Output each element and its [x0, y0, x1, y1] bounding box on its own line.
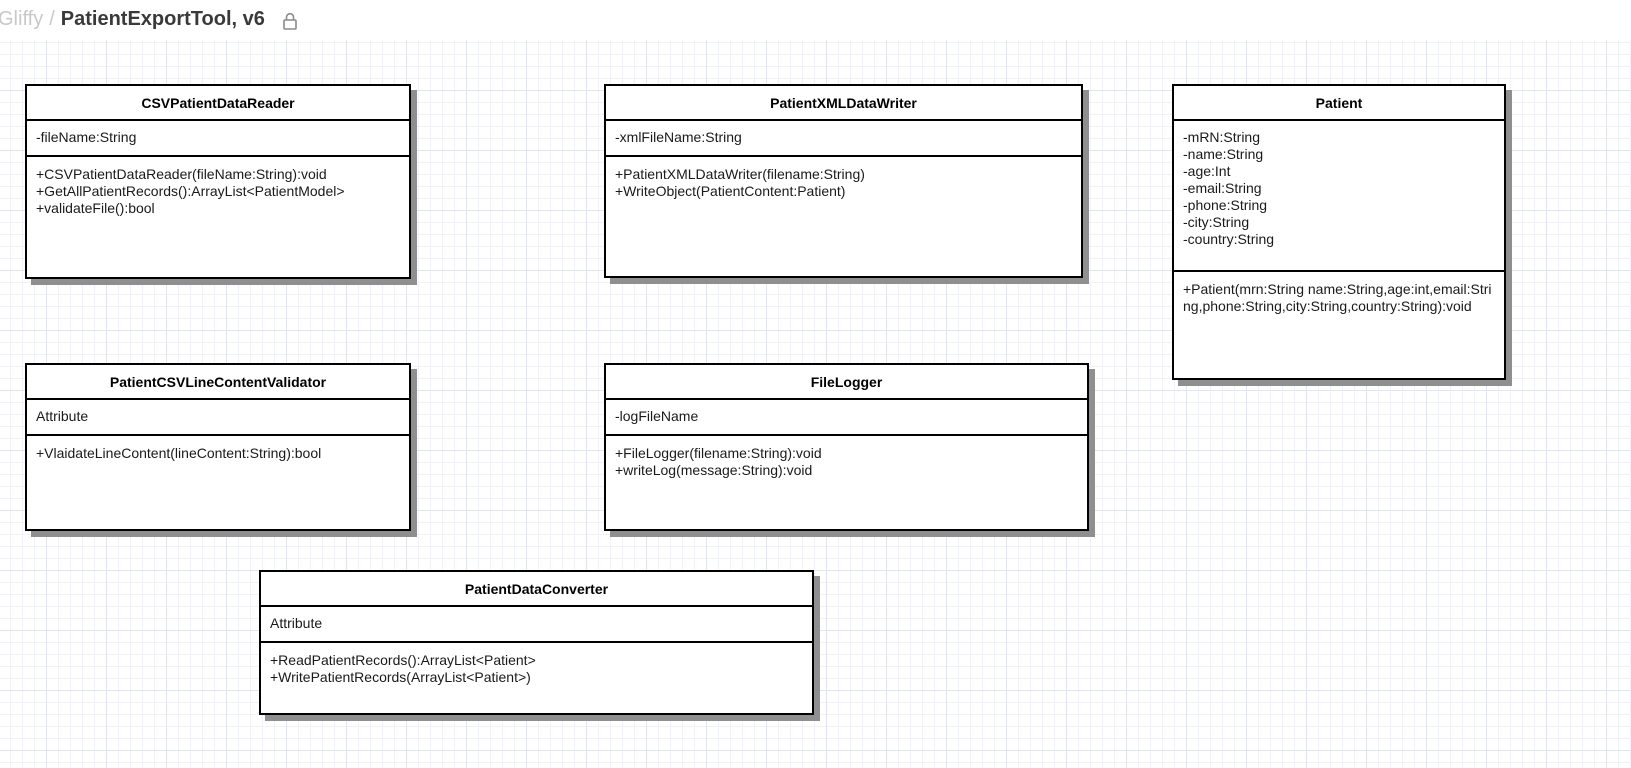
attribute: -age:Int — [1183, 163, 1231, 179]
attribute: -country:String — [1183, 231, 1275, 247]
attribute: Attribute — [270, 615, 323, 631]
attribute: -phone:String — [1183, 197, 1268, 213]
top-bar: Gliffy / PatientExportTool, v6 — [0, 0, 1631, 40]
operation: +WriteObject(PatientContent:Patient) — [615, 183, 846, 199]
class-operations: +Patient(mrn:String name:String,age:int,… — [1174, 272, 1504, 378]
attribute: -city:String — [1183, 214, 1250, 230]
operation: +CSVPatientDataReader(fileName:String):v… — [36, 166, 327, 182]
class-operations: +CSVPatientDataReader(fileName:String):v… — [27, 157, 409, 277]
class-csv-patient-data-reader[interactable]: CSVPatientDataReader -fileName:String +C… — [25, 84, 411, 279]
breadcrumb-separator: / — [49, 8, 55, 30]
class-patient[interactable]: Patient -mRN:String -name:String -age:In… — [1172, 84, 1506, 380]
class-name: PatientDataConverter — [261, 572, 812, 607]
attribute: -name:String — [1183, 146, 1264, 162]
class-attributes: -fileName:String — [27, 121, 409, 157]
document-title[interactable]: PatientExportTool, v6 — [60, 8, 265, 30]
class-patient-xml-data-writer[interactable]: PatientXMLDataWriter -xmlFileName:String… — [604, 84, 1083, 278]
class-file-logger[interactable]: FileLogger -logFileName +FileLogger(file… — [604, 363, 1089, 531]
class-name: FileLogger — [606, 365, 1087, 400]
operation: +validateFile():bool — [36, 200, 155, 216]
attribute: -xmlFileName:String — [615, 129, 742, 145]
class-name: Patient — [1174, 86, 1504, 121]
class-patient-csv-line-content-validator[interactable]: PatientCSVLineContentValidator Attribute… — [25, 363, 411, 531]
class-attributes: -logFileName — [606, 400, 1087, 436]
class-operations: +FileLogger(filename:String):void +write… — [606, 436, 1087, 529]
class-operations: +PatientXMLDataWriter(filename:String) +… — [606, 157, 1081, 276]
operation: +ReadPatientRecords():ArrayList<Patient> — [270, 652, 536, 668]
app-name-link[interactable]: Gliffy — [0, 8, 44, 30]
operation: +PatientXMLDataWriter(filename:String) — [615, 166, 865, 182]
class-patient-data-converter[interactable]: PatientDataConverter Attribute +ReadPati… — [259, 570, 814, 715]
class-attributes: Attribute — [261, 607, 812, 643]
operation: +WritePatientRecords(ArrayList<Patient>) — [270, 669, 531, 685]
operation: +VlaidateLineContent(lineContent:String)… — [36, 445, 322, 461]
attribute: -email:String — [1183, 180, 1262, 196]
class-attributes: -xmlFileName:String — [606, 121, 1081, 157]
lock-icon[interactable] — [283, 12, 297, 30]
class-name: PatientXMLDataWriter — [606, 86, 1081, 121]
operation: +GetAllPatientRecords():ArrayList<Patien… — [36, 183, 345, 199]
attribute: -logFileName — [615, 408, 699, 424]
class-name: CSVPatientDataReader — [27, 86, 409, 121]
class-attributes: Attribute — [27, 400, 409, 436]
operation: +writeLog(message:String):void — [615, 462, 813, 478]
attribute: -mRN:String — [1183, 129, 1261, 145]
class-attributes: -mRN:String -name:String -age:Int -email… — [1174, 121, 1504, 272]
class-operations: +VlaidateLineContent(lineContent:String)… — [27, 436, 409, 529]
class-name: PatientCSVLineContentValidator — [27, 365, 409, 400]
attribute: -fileName:String — [36, 129, 137, 145]
operation: +Patient(mrn:String name:String,age:int,… — [1183, 281, 1492, 314]
attribute: Attribute — [36, 408, 89, 424]
class-operations: +ReadPatientRecords():ArrayList<Patient>… — [261, 643, 812, 713]
operation: +FileLogger(filename:String):void — [615, 445, 822, 461]
breadcrumb: Gliffy / PatientExportTool, v6 — [0, 8, 297, 31]
